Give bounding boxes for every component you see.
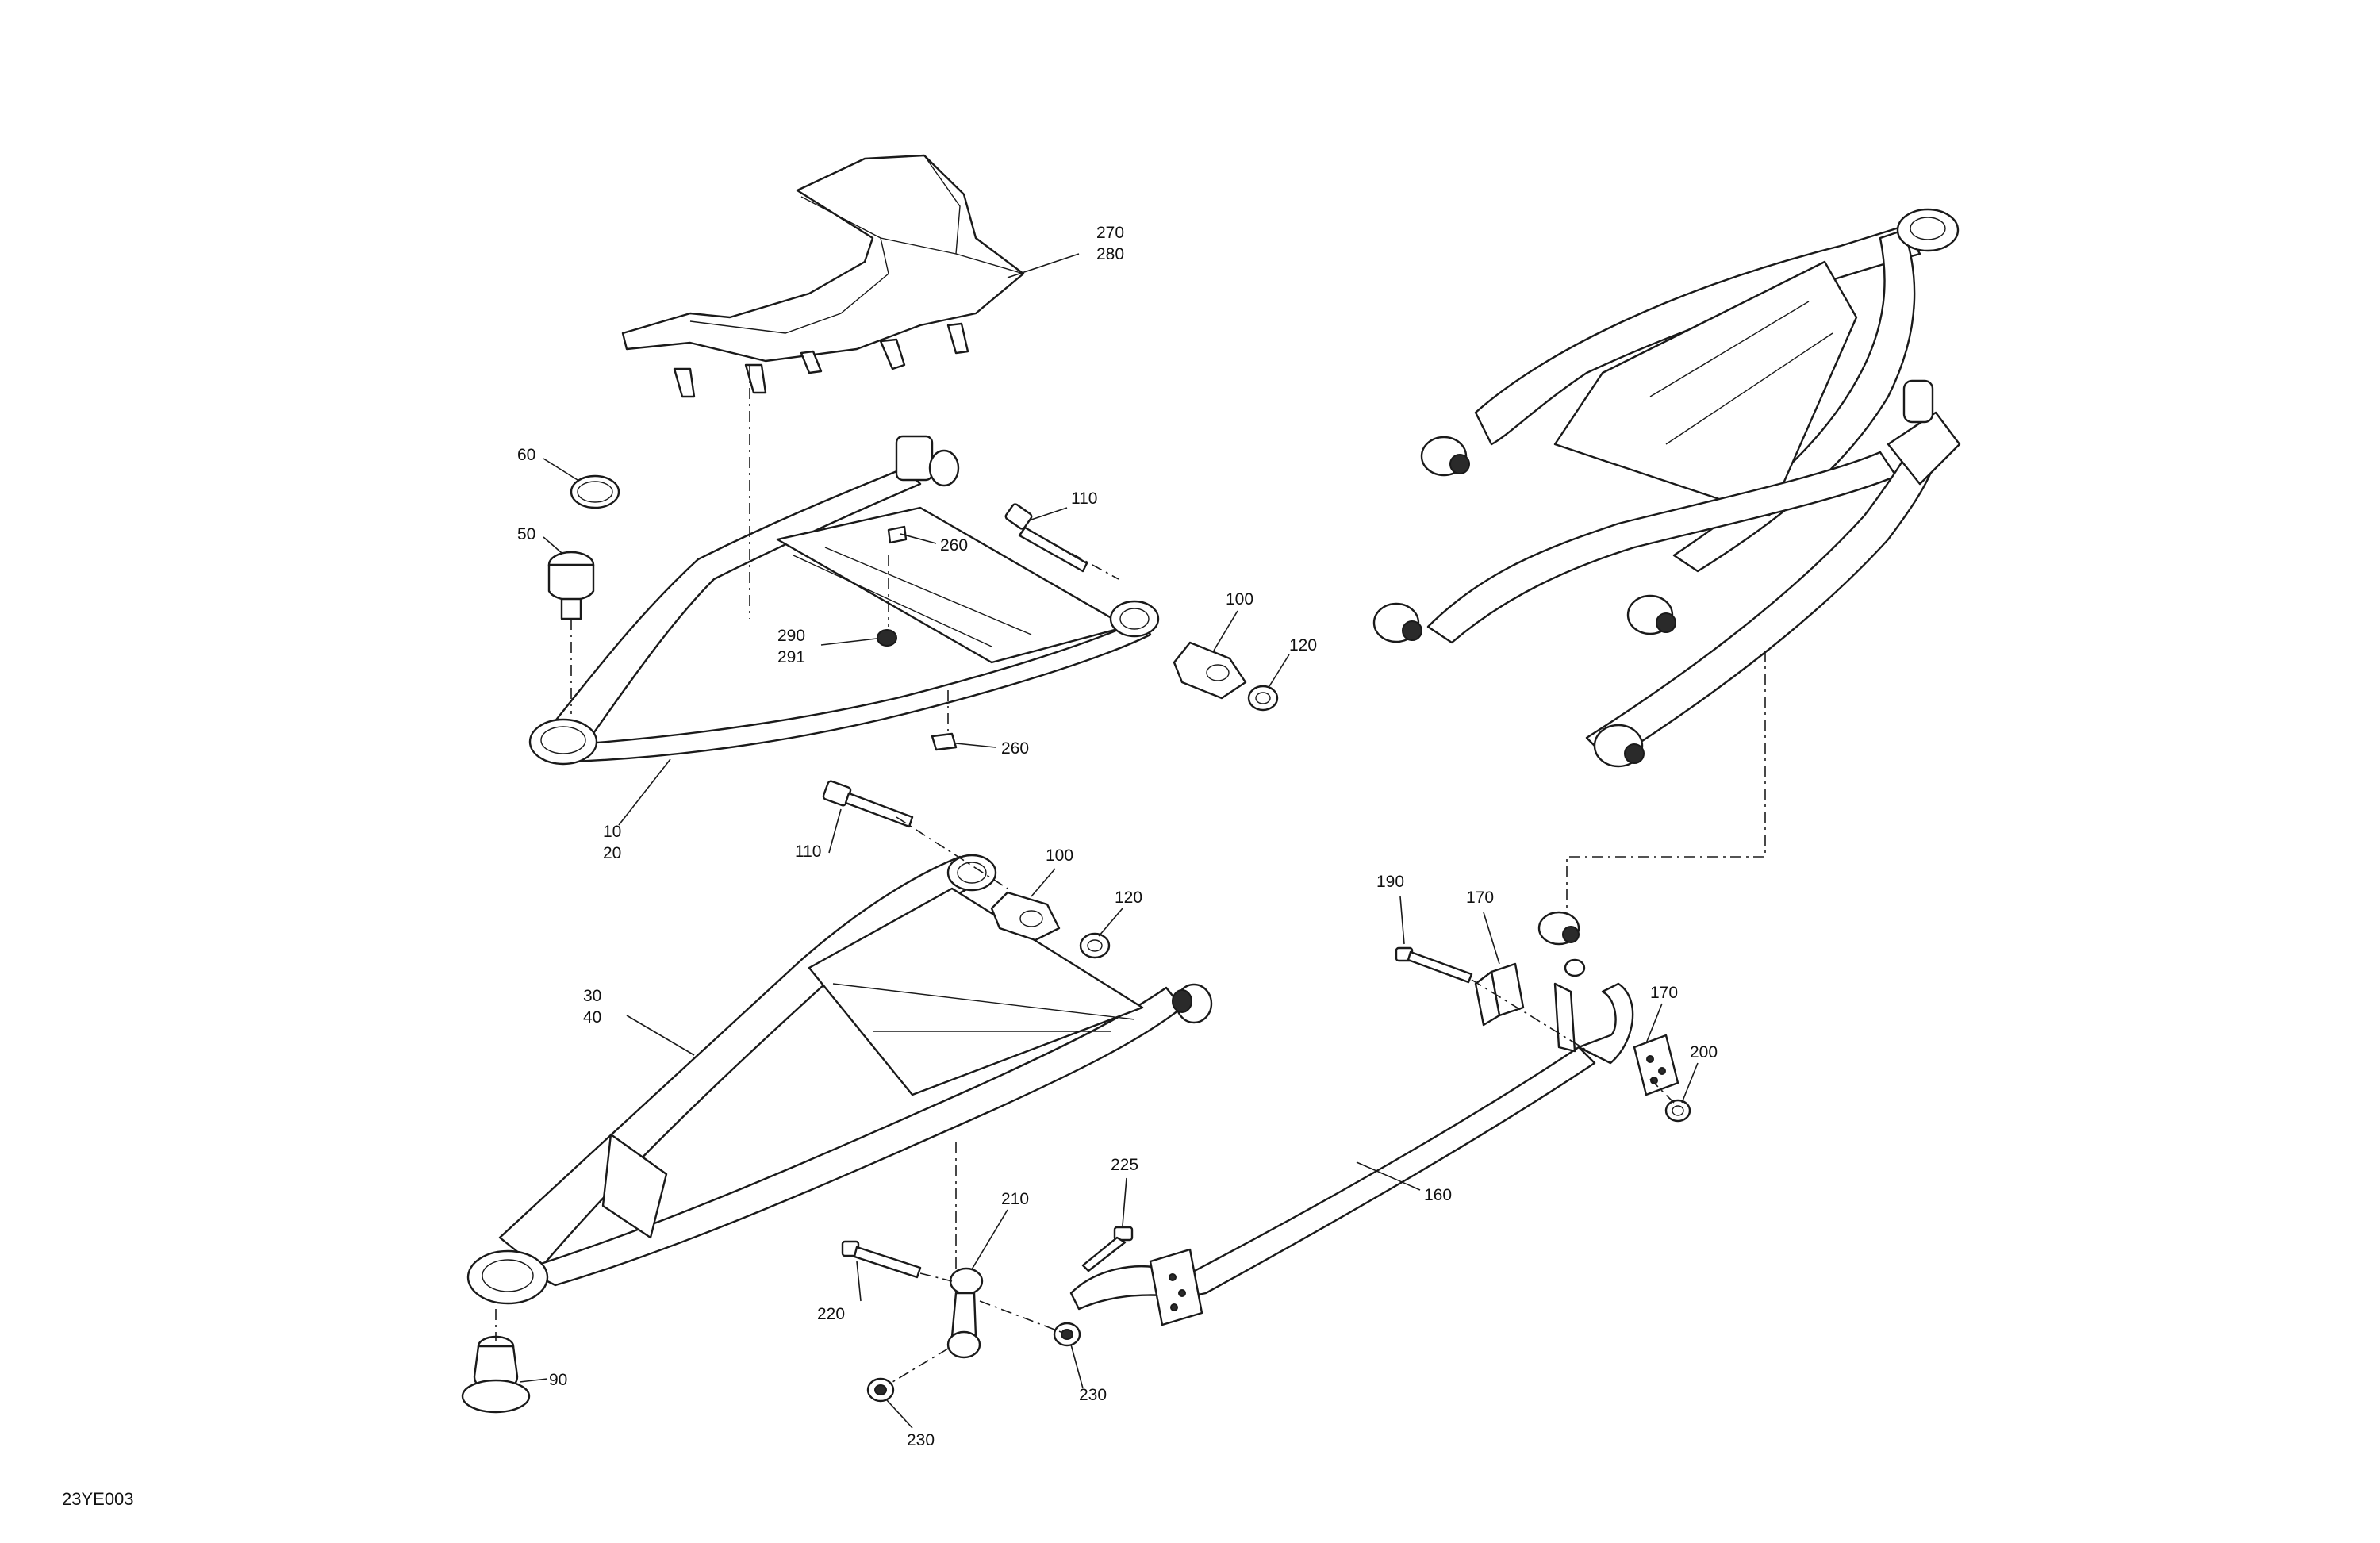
callout-110-lower: 110 <box>795 843 821 861</box>
callout-40: 40 <box>583 1008 601 1027</box>
callout-120-upper: 120 <box>1289 636 1317 654</box>
clip-260-lower-part <box>931 732 958 751</box>
callout-160: 160 <box>1424 1186 1452 1204</box>
callout-230-right: 230 <box>1079 1386 1107 1404</box>
bolt-110-upper-part <box>1004 503 1088 573</box>
callout-10: 10 <box>603 823 621 841</box>
bolt-220-part <box>841 1240 922 1279</box>
bolt-225-part <box>1081 1226 1134 1272</box>
clip-260-upper-part <box>887 525 908 544</box>
figure-id: 23YE003 <box>62 1489 134 1509</box>
nut-200-part <box>1664 1099 1691 1123</box>
bracket-block-lower-part <box>1149 1248 1203 1326</box>
callout-270: 270 <box>1096 224 1124 242</box>
callout-90: 90 <box>549 1371 567 1389</box>
bushing-block-170-b-part <box>1633 1034 1679 1096</box>
callout-290: 290 <box>777 627 805 645</box>
rear-a-arm-assembly-part <box>1372 208 1961 768</box>
callout-225: 225 <box>1111 1156 1138 1174</box>
bushing-block-170-a-part <box>1474 962 1525 1027</box>
callout-100-lower: 100 <box>1046 846 1073 865</box>
skid-plate-part <box>621 154 1025 398</box>
callout-170-b: 170 <box>1650 984 1678 1002</box>
callout-120-lower: 120 <box>1115 889 1142 907</box>
bolt-190-part <box>1395 946 1473 984</box>
upper-a-arm-part <box>528 435 1160 766</box>
callout-260-upper: 260 <box>940 536 968 555</box>
callout-260-lower: 260 <box>1001 739 1029 758</box>
nut-120-lower-part <box>1079 932 1111 959</box>
callout-50: 50 <box>517 525 536 543</box>
sway-link-210-part <box>946 1267 984 1359</box>
callout-100-upper: 100 <box>1226 590 1253 608</box>
retaining-ring-part <box>570 474 620 509</box>
callout-110-upper: 110 <box>1071 489 1097 508</box>
nut-290-291-part <box>877 629 897 647</box>
callout-210: 210 <box>1001 1190 1029 1208</box>
callout-labels: 270 280 60 50 110 260 290 291 100 120 26… <box>517 224 1718 1449</box>
nut-230-right-part <box>1053 1322 1081 1347</box>
callout-170-a: 170 <box>1466 889 1494 907</box>
callout-220: 220 <box>817 1305 845 1323</box>
callout-200: 200 <box>1690 1043 1718 1061</box>
callout-190: 190 <box>1376 873 1404 891</box>
bushing-100-lower-part <box>990 891 1061 942</box>
upper-ball-joint-part <box>547 551 595 620</box>
lower-ball-joint-part <box>461 1335 531 1414</box>
callout-230-left: 230 <box>907 1431 935 1449</box>
bushing-100-upper-part <box>1173 641 1247 700</box>
nut-230-left-part <box>866 1377 895 1403</box>
bolt-110-lower-part <box>822 780 914 828</box>
assembly-lines <box>495 365 1766 1385</box>
callout-30: 30 <box>583 987 601 1005</box>
leader-lines <box>519 253 1699 1429</box>
callout-20: 20 <box>603 844 621 862</box>
link-end-upper-part <box>1537 911 1586 977</box>
callout-280: 280 <box>1096 245 1124 263</box>
lower-a-arm-part <box>466 854 1213 1305</box>
nut-120-upper-part <box>1247 685 1279 712</box>
callout-291: 291 <box>777 648 805 666</box>
callout-60: 60 <box>517 446 536 464</box>
